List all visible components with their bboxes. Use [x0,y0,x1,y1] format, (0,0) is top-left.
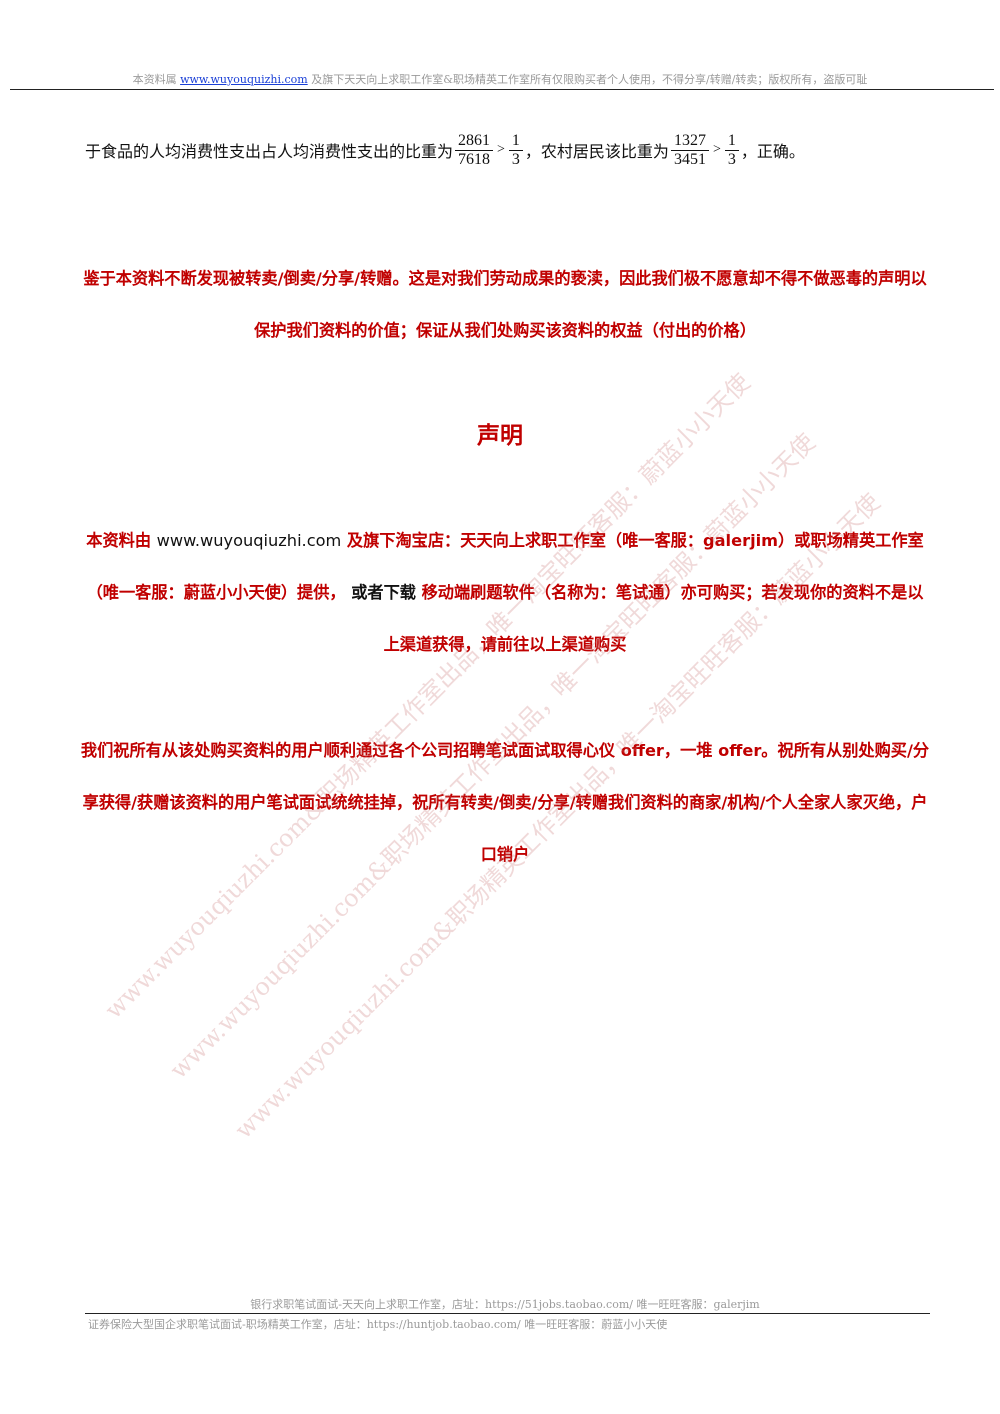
greater-than-sign: > [497,142,505,157]
fraction-one-third: 1 3 [508,132,523,169]
formula-text-end: ，正确。 [740,142,805,161]
page-header: 本资料属 www.wuyouquizhi.com 及旗下天天向上求职工作室&职场… [0,71,1000,87]
formula-line: 于食品的人均消费性支出占人均消费性支出的比重为 2861 7618 > 1 3 … [85,122,805,178]
fraction-numerator: 1327 [670,132,709,151]
notice-paragraph-1: 鉴于本资料不断发现被转卖/倒卖/分享/转赠。这是对我们劳动成果的亵渎，因此我们极… [83,269,927,340]
fraction-numerator: 1 [508,132,523,151]
fraction-1327-3451: 1327 3451 [670,132,709,169]
fraction-denominator: 3 [511,150,520,168]
notice-paragraph-2: 本资料由 www.wuyouqiuzhi.com 及旗下淘宝店：天天向上求职工作… [80,515,930,671]
footer-line-1: 银行求职笔试面试-天天向上求职工作室，店址：https://51jobs.tao… [250,1298,760,1311]
para2-intro: 本资料由 [86,531,152,550]
formula-text-before: 于食品的人均消费性支出占人均消费性支出的比重为 [85,142,454,161]
fraction-one-third: 1 3 [724,132,739,169]
fraction-denominator: 7618 [458,150,491,168]
statement-title: 声明 [477,423,523,449]
greater-than-sign: > [712,142,721,157]
fraction-numerator: 1 [724,132,739,151]
header-divider [10,89,994,90]
para2-site: www.wuyouqiuzhi.com [156,531,342,550]
footer-divider [85,1313,930,1314]
para2-shops: 及旗下淘宝店：天天向上求职工作室（唯一客服：galerjim）或职场精英工作室（… [86,531,924,602]
formula-text-mid: ，农村居民该比重为 [524,142,669,161]
notice-paragraph-3: 我们祝所有从该处购买资料的用户顺利通过各个公司招聘笔试面试取得心仪 offer，… [80,741,930,864]
para2-app: 移动端刷题软件（名称为：笔试通）亦可购买；若发现你的资料不是以上渠道获得，请前往… [383,583,924,654]
fraction-denominator: 3451 [673,150,706,168]
fraction-denominator: 3 [727,150,736,168]
fraction-numerator: 2861 [455,132,494,151]
para2-download: 或者下载 [351,583,416,602]
header-link[interactable]: www.wuyouquizhi.com [180,73,308,86]
header-suffix: 及旗下天天向上求职工作室&职场精英工作室所有仅限购买者个人使用，不得分享/转赠/… [311,73,868,86]
fraction-2861-7618: 2861 7618 [455,132,494,169]
header-prefix: 本资料属 [132,73,177,86]
footer-line-2: 证券保险大型国企求职笔试面试-职场精英工作室，店址：https://huntjo… [88,1318,668,1331]
